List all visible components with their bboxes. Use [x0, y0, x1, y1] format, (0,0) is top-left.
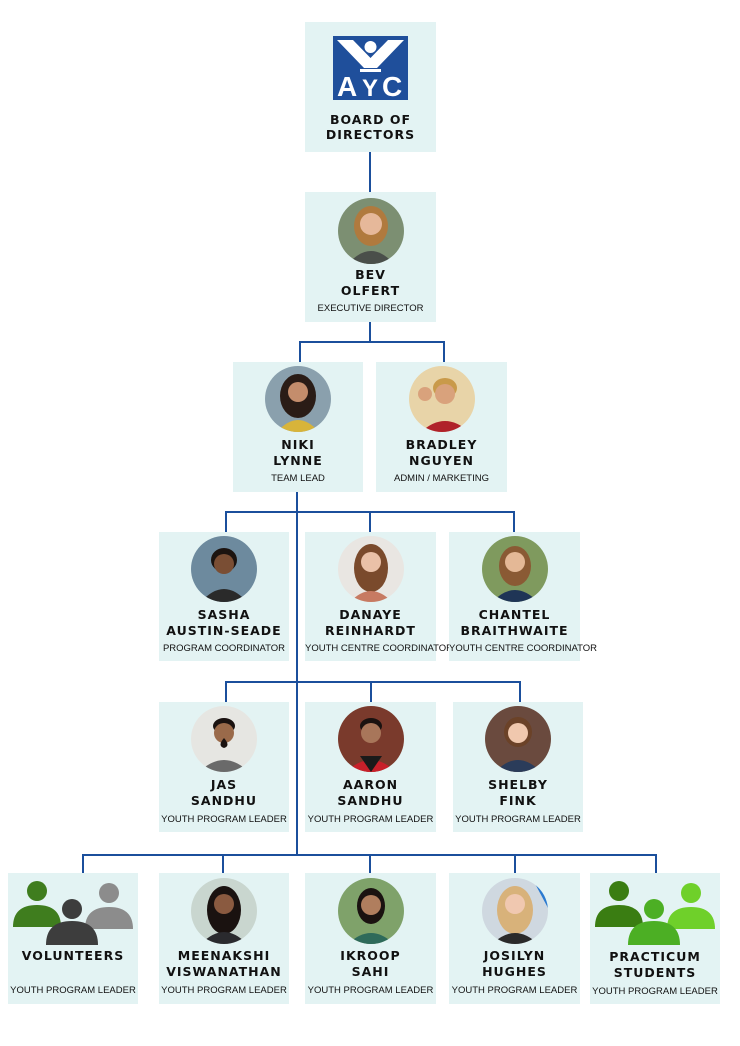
person-card-meenakshi-viswanathan: MEENAKSHI VISWANATHAN YOUTH PROGRAM LEAD… — [159, 873, 289, 1004]
ayc-logo: A Y C — [333, 36, 408, 100]
person-card-aaron-sandhu: AARON SANDHU YOUTH PROGRAM LEADER — [305, 702, 436, 832]
avatar — [191, 706, 257, 772]
connector-level4 — [225, 512, 521, 702]
avatar — [485, 706, 551, 772]
person-first-name: CHANTEL — [478, 607, 551, 622]
board-title-line2: DIRECTORS — [325, 127, 416, 142]
person-card-niki-lynne: NIKI LYNNE TEAM LEAD — [233, 362, 363, 492]
person-last-name: SANDHU — [190, 793, 258, 808]
avatar — [191, 878, 257, 944]
group-role: YOUTH PROGRAM LEADER — [592, 986, 718, 997]
person-role: YOUTH PROGRAM LEADER — [455, 814, 581, 825]
svg-text:Y: Y — [362, 75, 378, 100]
person-first-name: SHELBY — [488, 777, 548, 792]
person-card-shelby-fink: SHELBY FINK YOUTH PROGRAM LEADER — [453, 702, 583, 832]
person-first-name: IKROOP — [340, 948, 401, 963]
board-of-directors-box: A Y C BOARD OF DIRECTORS — [305, 22, 436, 152]
people-group-icon — [13, 881, 133, 945]
person-last-name: BRAITHWAITE — [460, 623, 569, 638]
avatar — [481, 878, 548, 944]
person-first-name: BEV — [355, 267, 386, 282]
person-role: EXECUTIVE DIRECTOR — [317, 303, 424, 314]
board-title-line1: BOARD OF — [329, 112, 411, 127]
person-last-name: FINK — [499, 793, 537, 808]
person-role: YOUTH CENTRE COORDINATOR — [449, 643, 597, 654]
avatar — [408, 366, 475, 432]
group-card-volunteers: VOLUNTEERS YOUTH PROGRAM LEADER — [8, 873, 138, 1004]
person-first-name: DANAYE — [339, 607, 402, 622]
person-last-name: HUGHES — [482, 964, 547, 979]
group-title: PRACTICUM — [609, 949, 701, 964]
person-role: TEAM LEAD — [271, 473, 325, 484]
avatar — [191, 536, 257, 602]
person-role: ADMIN / MARKETING — [393, 473, 489, 484]
person-first-name: JAS — [210, 777, 238, 792]
person-role: YOUTH PROGRAM LEADER — [161, 985, 287, 996]
person-card-jas-sandhu: JAS SANDHU YOUTH PROGRAM LEADER — [159, 702, 289, 832]
person-role: YOUTH CENTRE COORDINATOR — [305, 643, 453, 654]
person-last-name: VISWANATHAN — [166, 964, 282, 979]
person-role: YOUTH PROGRAM LEADER — [451, 985, 578, 996]
person-card-sasha-austin-seade: SASHA AUSTIN-SEADE PROGRAM COORDINATOR — [159, 532, 289, 661]
person-first-name: JOSILYN — [483, 948, 546, 963]
person-first-name: AARON — [342, 777, 399, 792]
person-last-name: SAHI — [351, 964, 390, 979]
person-last-name: SANDHU — [337, 793, 404, 808]
person-first-name: MEENAKSHI — [177, 948, 271, 963]
avatar — [337, 198, 404, 264]
person-card-chantel-braithwaite: CHANTEL BRAITHWAITE YOUTH CENTRE COORDIN… — [449, 532, 597, 661]
avatar — [337, 878, 404, 944]
person-first-name: NIKI — [281, 437, 315, 452]
group-role: YOUTH PROGRAM LEADER — [10, 985, 136, 996]
people-group-icon — [595, 881, 715, 945]
person-card-bev-olfert: BEV OLFERT EXECUTIVE DIRECTOR — [305, 192, 436, 322]
connector-director-level2 — [299, 322, 445, 362]
group-subtitle: STUDENTS — [613, 965, 697, 980]
person-first-name: SASHA — [197, 607, 251, 622]
avatar — [481, 536, 548, 602]
group-card-practicum-students: PRACTICUM STUDENTS YOUTH PROGRAM LEADER — [590, 873, 720, 1004]
avatar — [337, 536, 404, 602]
svg-text:C: C — [382, 71, 402, 100]
person-role: PROGRAM COORDINATOR — [162, 643, 286, 654]
avatar — [337, 706, 404, 772]
svg-text:A: A — [337, 71, 357, 100]
person-last-name: OLFERT — [340, 283, 401, 298]
person-card-danaye-reinhardt: DANAYE REINHARDT YOUTH CENTRE COORDINATO… — [305, 532, 453, 661]
connector-level3 — [225, 492, 515, 532]
person-card-josilyn-hughes: JOSILYN HUGHES YOUTH PROGRAM LEADER — [449, 873, 580, 1004]
person-card-ikroop-sahi: IKROOP SAHI YOUTH PROGRAM LEADER — [305, 873, 436, 1004]
avatar — [265, 366, 331, 432]
person-card-bradley-nguyen: BRADLEY NGUYEN ADMIN / MARKETING — [376, 362, 507, 492]
connector-level5 — [82, 682, 657, 873]
person-role: YOUTH PROGRAM LEADER — [307, 985, 434, 996]
person-role: YOUTH PROGRAM LEADER — [161, 814, 287, 825]
person-last-name: REINHARDT — [325, 623, 416, 638]
person-role: YOUTH PROGRAM LEADER — [307, 814, 434, 825]
person-last-name: NGUYEN — [409, 453, 474, 468]
person-last-name: LYNNE — [273, 453, 323, 468]
group-title: VOLUNTEERS — [21, 948, 125, 963]
person-first-name: BRADLEY — [405, 437, 478, 452]
person-last-name: AUSTIN-SEADE — [166, 623, 282, 638]
